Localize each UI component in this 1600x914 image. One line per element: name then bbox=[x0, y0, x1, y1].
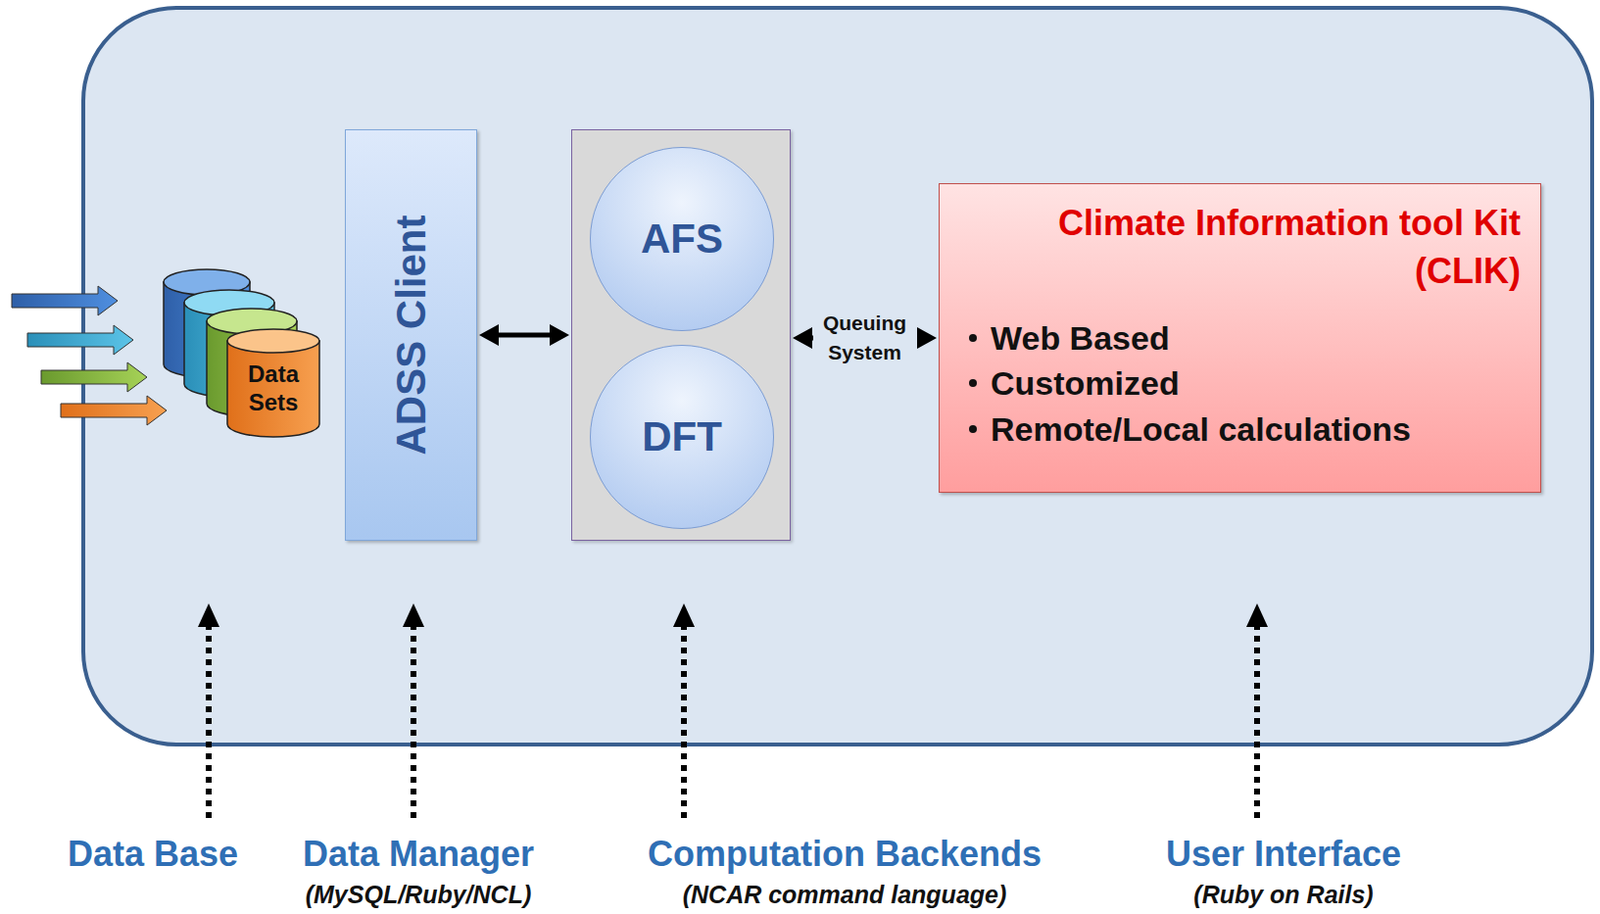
arrow-head bbox=[479, 324, 499, 346]
bullet-dot bbox=[969, 379, 977, 388]
input-arrows bbox=[11, 286, 167, 426]
bullet-text: Web Based bbox=[990, 316, 1170, 360]
tool-kit-title: Climate Information tool Kit (CLIK) bbox=[969, 199, 1521, 295]
circle-label: DFT bbox=[641, 413, 723, 461]
cylinder-text: Data Sets bbox=[230, 360, 317, 418]
layer-name: User Interface bbox=[1165, 834, 1402, 874]
bullet-dot bbox=[969, 334, 977, 342]
bullet-row: Web Based bbox=[969, 316, 1521, 360]
layer-technology: (NCAR command language) bbox=[682, 881, 1008, 910]
backend-panel: AFS DFT bbox=[571, 129, 791, 541]
layer-name: Data Manager bbox=[302, 834, 534, 874]
bullet-text: Remote/Local calculations bbox=[990, 407, 1411, 451]
layer-technology: (Ruby on Rails) bbox=[1193, 881, 1373, 910]
dotted-pointers bbox=[197, 603, 1268, 819]
circle-label: AFS bbox=[640, 215, 724, 263]
connector-line bbox=[496, 333, 552, 339]
system-boundary bbox=[83, 7, 1593, 745]
layer-name: Data Base bbox=[67, 834, 239, 874]
tool-kit-box: Climate Information tool Kit (CLIK) Web B… bbox=[938, 183, 1542, 493]
layer-technology: (MySQL/Ruby/NCL) bbox=[305, 881, 533, 910]
arrow-head bbox=[549, 324, 570, 346]
circle-node: DFT bbox=[589, 344, 775, 530]
process-box: ADSS Client bbox=[344, 129, 478, 541]
database-cylinder: Data Sets bbox=[226, 328, 321, 438]
connector-label: Queuing System bbox=[813, 308, 918, 369]
arrow-head bbox=[917, 327, 937, 349]
circle-node: AFS bbox=[589, 146, 775, 332]
layer-name: Computation Backends bbox=[647, 834, 1042, 874]
bullet-row: Remote/Local calculations bbox=[969, 407, 1521, 451]
vertical-label: ADSS Client bbox=[387, 214, 436, 455]
bullet-row: Customized bbox=[969, 361, 1521, 405]
cylinder-label: Data Sets bbox=[230, 355, 317, 423]
arrow-head bbox=[792, 327, 813, 349]
bullet-text: Customized bbox=[990, 361, 1180, 405]
bullet-dot bbox=[969, 425, 977, 434]
connector bbox=[479, 324, 570, 346]
